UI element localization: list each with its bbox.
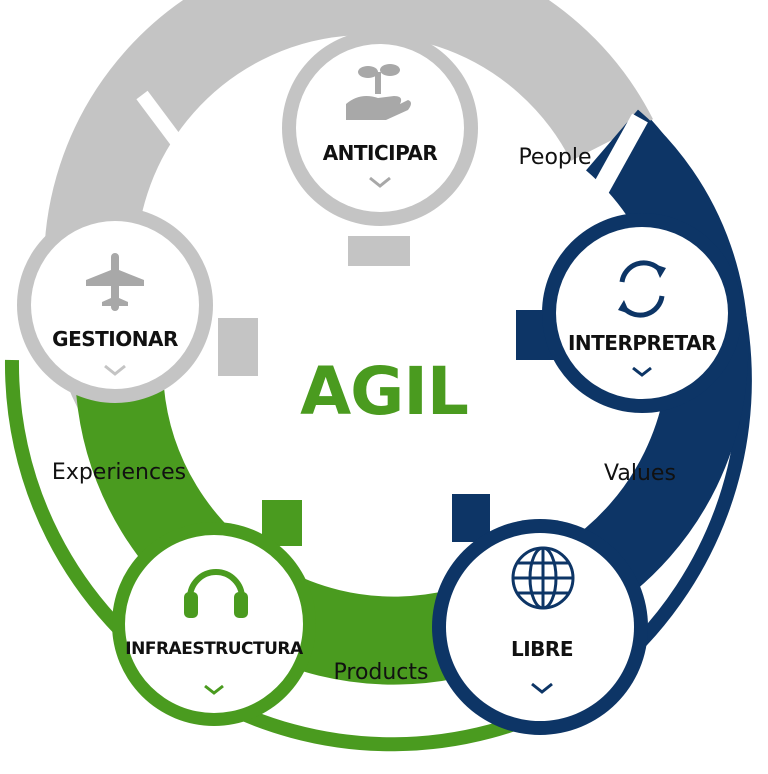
node-anticipar[interactable]: ANTICIPAR <box>282 30 478 226</box>
node-label: GESTIONAR <box>52 327 178 351</box>
edge-label-products: Products <box>334 660 429 685</box>
globe-icon <box>511 546 575 610</box>
node-interpretar[interactable]: INTERPRETAR <box>542 213 742 413</box>
node-label: ANTICIPAR <box>323 141 438 165</box>
node-infraestructura[interactable]: INFRAESTRUCTURA <box>112 522 316 726</box>
gear-tooth <box>348 236 410 266</box>
refresh-arrow <box>654 264 666 278</box>
node-label: INTERPRETAR <box>568 331 716 355</box>
segment-gap <box>136 90 234 215</box>
segment-gap <box>592 113 648 195</box>
airplane-icon <box>86 253 144 311</box>
chevron-down-icon <box>531 682 553 694</box>
node-label: INFRAESTRUCTURA <box>125 639 304 659</box>
gear-tooth <box>452 494 490 542</box>
plant-in-hand-icon <box>346 64 411 120</box>
chevron-down-icon <box>104 364 126 376</box>
center-title: AGIL <box>300 353 468 430</box>
edge-label-people: People <box>518 145 591 170</box>
edge-label-experiences: Experiences <box>52 460 186 485</box>
chevron-down-icon <box>369 176 391 188</box>
chevron-down-icon <box>632 366 652 377</box>
node-label: LIBRE <box>511 637 573 661</box>
center-disc <box>184 192 584 592</box>
chevron-down-icon <box>204 684 224 695</box>
headphones-icon <box>184 569 248 618</box>
node-libre[interactable]: LIBRE <box>432 519 648 735</box>
refresh-arrow <box>618 300 630 314</box>
node-gestionar[interactable]: GESTIONAR <box>17 207 213 403</box>
gear-tooth <box>218 318 258 376</box>
edge-label-values: Values <box>604 461 676 486</box>
